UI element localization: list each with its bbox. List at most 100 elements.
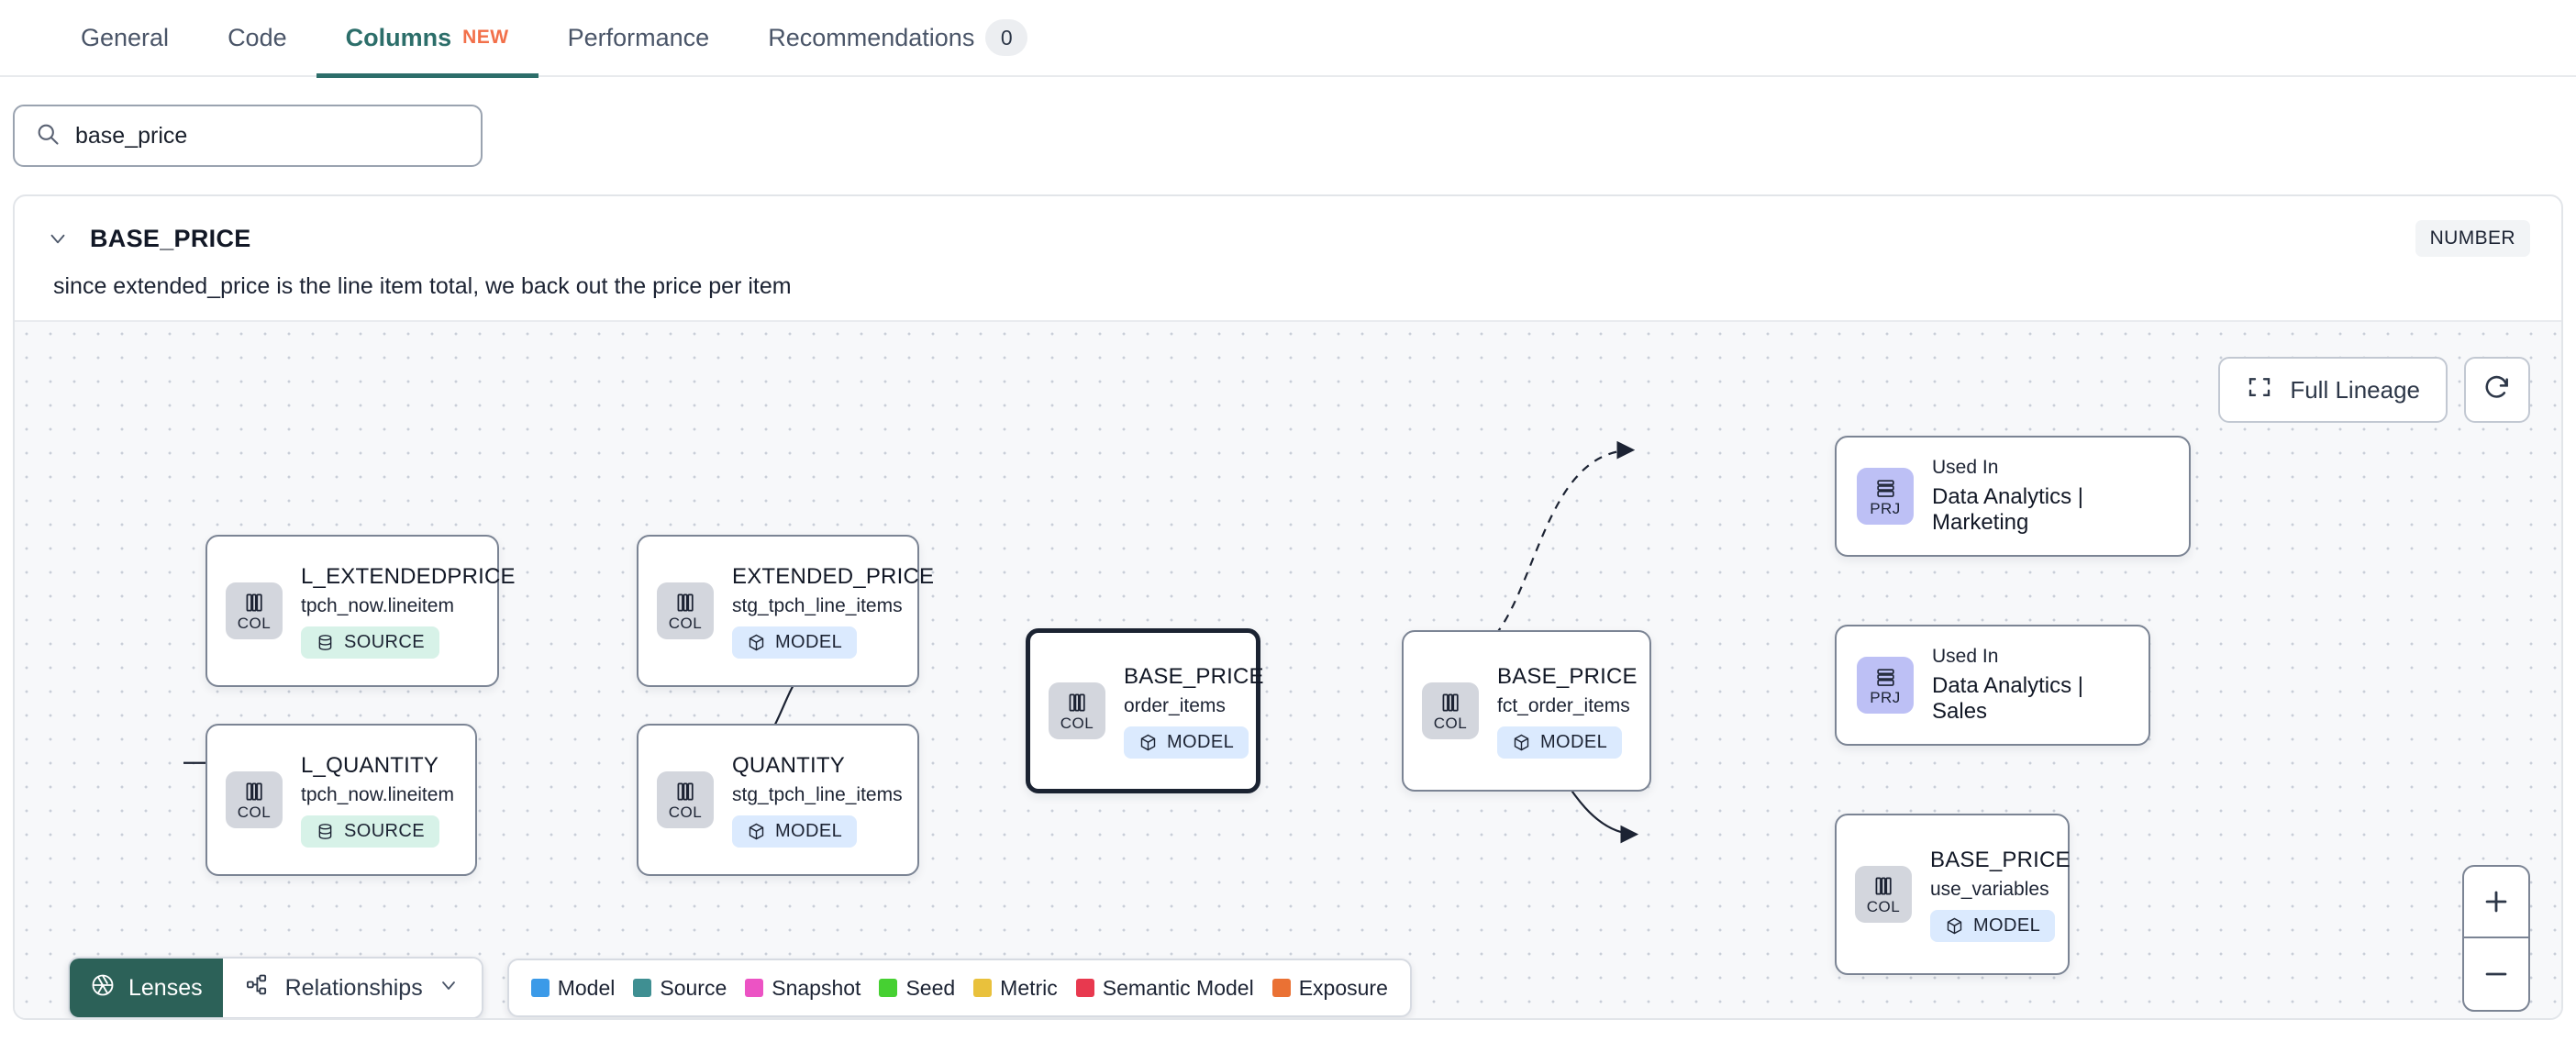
chip-label: COL xyxy=(1060,715,1094,732)
lineage-node-base-price-fct-order-items[interactable]: COL BASE_PRICE fct_order_items MODEL xyxy=(1402,630,1651,792)
legend-label: Model xyxy=(557,975,616,1000)
pill-label: MODEL xyxy=(1540,731,1608,752)
tab-label: Columns xyxy=(345,23,452,51)
legend-item-semantic-model: Semantic Model xyxy=(1075,976,1254,1001)
legend-swatch xyxy=(745,979,764,997)
cube-icon xyxy=(1514,734,1529,750)
legend-swatch xyxy=(633,979,652,997)
node-name: L_EXTENDEDPRICE xyxy=(301,563,516,589)
node-subtitle: order_items xyxy=(1124,694,1226,716)
tab-label: Code xyxy=(228,23,287,51)
node-subtitle: use_variables xyxy=(1930,878,2049,900)
legend-swatch xyxy=(1271,979,1291,997)
pill-label: SOURCE xyxy=(344,631,425,652)
legend-label: Source xyxy=(660,975,727,1000)
lineage-node-base-price-order-items[interactable]: COL BASE_PRICE order_items MODEL xyxy=(1026,628,1264,793)
chip-label: COL xyxy=(237,615,272,632)
column-name: BASE_PRICE xyxy=(90,224,251,252)
tab-code[interactable]: Code xyxy=(198,0,316,76)
lineage-node-base-price-use-variables[interactable]: COL BASE_PRICE use_variables MODEL xyxy=(1835,814,2071,975)
full-lineage-label: Full Lineage xyxy=(2290,375,2420,404)
column-header-row: BASE_PRICE NUMBER xyxy=(15,196,2561,257)
column-description: since extended_price is the line item to… xyxy=(53,273,792,299)
tab-general[interactable]: General xyxy=(51,0,198,76)
pill-label: SOURCE xyxy=(344,820,425,841)
database-icon xyxy=(318,634,332,650)
node-subtitle: tpch_now.lineitem xyxy=(301,783,454,805)
recommendations-count-badge: 0 xyxy=(985,19,1028,56)
chip-label: PRJ xyxy=(1870,499,1901,517)
tab-recommendations[interactable]: Recommendations 0 xyxy=(738,0,1057,76)
aperture-icon xyxy=(90,972,116,1004)
expand-icon xyxy=(2246,373,2273,407)
chevron-down-icon[interactable] xyxy=(46,227,70,250)
node-subtitle: tpch_now.lineitem xyxy=(301,594,454,616)
node-kind-pill: MODEL xyxy=(732,626,858,659)
node-subtitle: stg_tpch_line_items xyxy=(732,594,903,616)
search-input[interactable] xyxy=(75,122,461,150)
tab-label: General xyxy=(81,23,170,51)
lineage-node-l-extendedprice[interactable]: COL L_EXTENDEDPRICE tpch_now.lineitem SO… xyxy=(205,535,516,687)
pill-label: MODEL xyxy=(775,631,843,652)
full-lineage-button[interactable]: Full Lineage xyxy=(2218,357,2448,423)
chevron-down-icon xyxy=(438,974,460,1003)
legend-swatch xyxy=(1075,979,1094,997)
relationships-button[interactable]: Relationships xyxy=(222,959,482,1017)
search-area xyxy=(0,77,2576,167)
node-body: BASE_PRICE use_variables MODEL xyxy=(1930,848,2071,942)
lenses-relationships-group: Lenses Relationships xyxy=(68,957,483,1018)
node-body: L_EXTENDEDPRICE tpch_now.lineitem SOURCE xyxy=(301,564,516,659)
legend-item-exposure: Exposure xyxy=(1271,975,1388,1001)
node-body: QUANTITY stg_tpch_line_items MODEL xyxy=(732,753,903,848)
minus-icon xyxy=(2485,972,2507,976)
prj-type-icon: PRJ xyxy=(1857,657,1914,714)
legend-item-seed: Seed xyxy=(879,976,955,1001)
col-type-icon: COL xyxy=(657,771,714,828)
zoom-in-button[interactable] xyxy=(2464,867,2528,938)
search-icon xyxy=(35,121,61,151)
col-type-icon: COL xyxy=(1855,866,1912,923)
lineage-node-l-quantity[interactable]: COL L_QUANTITY tpch_now.lineitem SOURCE xyxy=(205,724,477,876)
lineage-node-quantity[interactable]: COL QUANTITY stg_tpch_line_items MODEL xyxy=(637,724,919,876)
tab-new-badge: NEW xyxy=(462,27,509,48)
node-project-name: Data Analytics | Sales xyxy=(1932,673,2083,724)
pill-label: MODEL xyxy=(1973,914,2041,936)
tab-columns[interactable]: Columns NEW xyxy=(316,0,539,78)
search-box[interactable] xyxy=(13,105,483,167)
legend-item-snapshot: Snapshot xyxy=(745,976,861,1001)
col-type-icon: COL xyxy=(657,582,714,639)
tab-bar: General Code Columns NEW Performance Rec… xyxy=(0,0,2576,78)
column-detail-panel: BASE_PRICE NUMBER since extended_price i… xyxy=(13,194,2563,1020)
col-type-icon: COL xyxy=(1422,682,1479,739)
refresh-button[interactable] xyxy=(2464,357,2530,423)
node-name: QUANTITY xyxy=(732,752,845,778)
node-body: EXTENDED_PRICE stg_tpch_line_items MODEL xyxy=(732,564,934,659)
node-kind-pill: SOURCE xyxy=(301,626,439,659)
node-name: L_QUANTITY xyxy=(301,752,439,778)
tab-label: Recommendations xyxy=(768,23,975,51)
node-name: BASE_PRICE xyxy=(1124,663,1264,689)
canvas-top-controls: Full Lineage xyxy=(2218,357,2530,423)
node-name: BASE_PRICE xyxy=(1930,847,2071,872)
node-body: Used In Data Analytics | Sales xyxy=(1932,646,2128,725)
canvas-bottom-toolbar: Lenses Relationships xyxy=(68,957,1412,1018)
legend-item-source: Source xyxy=(633,976,727,1001)
lineage-canvas[interactable]: COL L_EXTENDEDPRICE tpch_now.lineitem SO… xyxy=(15,320,2561,1018)
chip-label: COL xyxy=(668,804,703,821)
refresh-icon xyxy=(2482,373,2512,407)
cube-icon xyxy=(749,823,764,839)
zoom-out-button[interactable] xyxy=(2464,938,2528,1010)
column-type-badge: NUMBER xyxy=(2415,220,2530,257)
node-kind-pill: SOURCE xyxy=(301,815,439,848)
col-type-icon: COL xyxy=(1049,682,1105,739)
tab-performance[interactable]: Performance xyxy=(539,0,739,76)
lineage-node-project-marketing[interactable]: PRJ Used In Data Analytics | Marketing xyxy=(1835,436,2191,557)
lineage-node-project-sales[interactable]: PRJ Used In Data Analytics | Sales xyxy=(1835,625,2150,746)
lineage-node-extended-price[interactable]: COL EXTENDED_PRICE stg_tpch_line_items M… xyxy=(637,535,934,687)
lenses-button[interactable]: Lenses xyxy=(70,959,223,1017)
legend-swatch xyxy=(879,979,898,997)
legend-label: Exposure xyxy=(1298,975,1388,1000)
archive-icon xyxy=(1876,479,1894,497)
legend-swatch xyxy=(973,979,993,997)
node-used-in-label: Used In xyxy=(1932,646,1999,667)
